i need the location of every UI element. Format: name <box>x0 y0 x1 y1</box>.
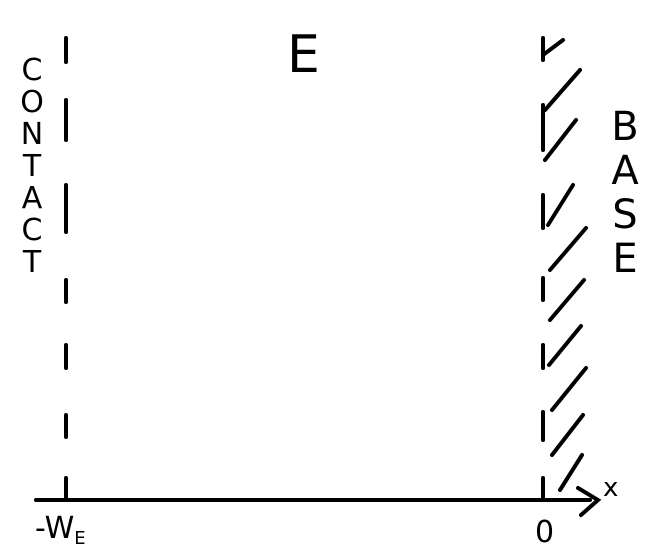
label-letter: A <box>611 148 639 194</box>
label-letter: T <box>22 149 42 184</box>
x-axis-label: x <box>603 473 618 503</box>
label-letter: C <box>22 53 43 88</box>
right-tick-label: 0 <box>535 515 554 550</box>
label-letter: N <box>21 117 43 152</box>
x-axis <box>34 486 602 517</box>
label-letter: C <box>22 213 43 248</box>
label-letter: B <box>611 104 638 150</box>
region-label: E <box>287 25 320 85</box>
label-letter: E <box>612 236 637 282</box>
base-hatching <box>541 38 588 492</box>
label-letter: A <box>22 181 43 216</box>
left-tick-subscript: E <box>74 528 85 549</box>
label-letter: S <box>612 192 637 238</box>
left-tick-label: -WE <box>35 511 86 549</box>
label-letter: T <box>22 245 42 280</box>
label-letter: O <box>20 85 44 120</box>
x-axis-arrowhead <box>576 486 602 517</box>
